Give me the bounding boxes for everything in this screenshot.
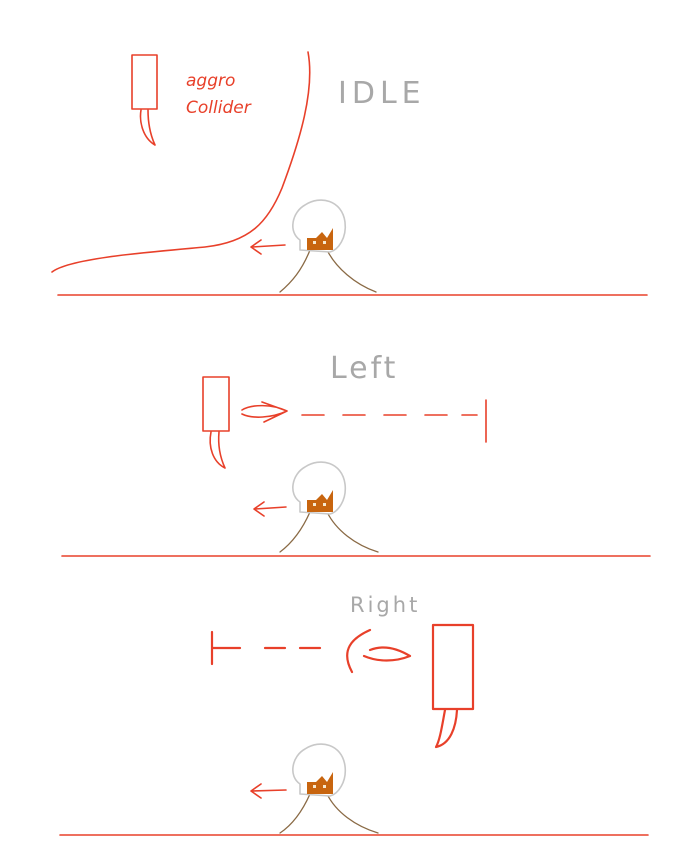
aggro-collider-box <box>431 623 475 711</box>
panel-title-right: Right <box>350 593 420 617</box>
aggro-collider-box <box>131 54 158 110</box>
panel-idle: aggro Collider IDLE <box>51 51 648 296</box>
aggro-collider-box <box>202 376 230 432</box>
move-arrow-left-icon <box>250 783 287 799</box>
panel-title-idle: IDLE <box>338 76 426 111</box>
direction-arrow-right-icon <box>241 401 288 423</box>
character <box>279 743 379 834</box>
panel-right: Right <box>59 593 649 836</box>
move-arrow-left-icon <box>250 239 286 255</box>
direction-arrow-left-icon <box>346 628 412 674</box>
collider-tail <box>434 708 459 749</box>
collider-tail <box>139 109 156 146</box>
collider-tail <box>209 431 226 469</box>
character <box>279 199 377 293</box>
character <box>279 461 379 553</box>
panel-left: Left <box>61 351 651 557</box>
aggro-range-curve <box>51 51 311 273</box>
collider-label-line2: Collider <box>186 98 252 118</box>
move-arrow-left-icon <box>253 501 287 517</box>
collider-label-line1: aggro <box>186 71 235 91</box>
panel-title-left: Left <box>330 351 398 386</box>
